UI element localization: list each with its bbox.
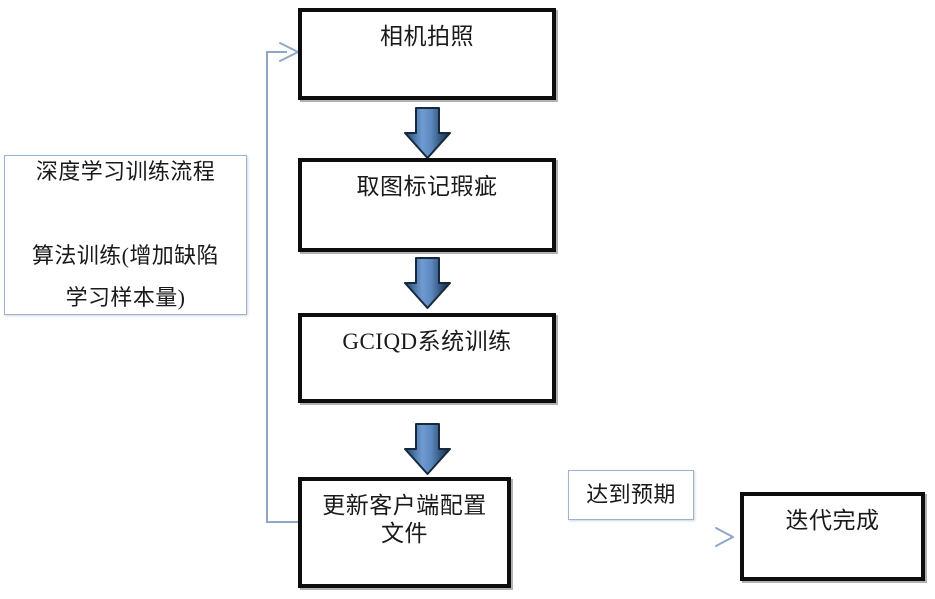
note-expectation-met-label: 达到预期 <box>586 482 676 508</box>
node-annotate-defects-label: 取图标记瑕疵 <box>356 174 498 199</box>
node-gciqd-system-training-label: GCIQD系统训练 <box>342 329 512 354</box>
connector-update-to-done <box>511 527 734 547</box>
node-update-client-config[interactable]: 更新客户端配置 文件 <box>298 477 511 588</box>
node-gciqd-system-training[interactable]: GCIQD系统训练 <box>298 313 556 403</box>
node-iteration-complete-label: 迭代完成 <box>785 508 880 533</box>
block-arrow-camera-to-annotate <box>404 107 451 159</box>
note-expectation-met: 达到预期 <box>568 470 694 520</box>
block-arrow-train-to-update <box>404 423 451 475</box>
node-iteration-complete[interactable]: 迭代完成 <box>740 492 925 581</box>
note-process-info-label: 深度学习训练流程 算法训练(增加缺陷 学习样本量) <box>32 159 219 310</box>
note-process-info: 深度学习训练流程 算法训练(增加缺陷 学习样本量) <box>4 155 247 315</box>
connector-update-to-camera-feedback <box>266 42 299 523</box>
node-annotate-defects[interactable]: 取图标记瑕疵 <box>298 158 556 252</box>
node-camera-capture-label: 相机拍照 <box>380 24 474 49</box>
node-update-client-config-label: 更新客户端配置 文件 <box>322 493 487 547</box>
node-camera-capture[interactable]: 相机拍照 <box>298 8 556 100</box>
block-arrow-annotate-to-train <box>404 257 451 309</box>
